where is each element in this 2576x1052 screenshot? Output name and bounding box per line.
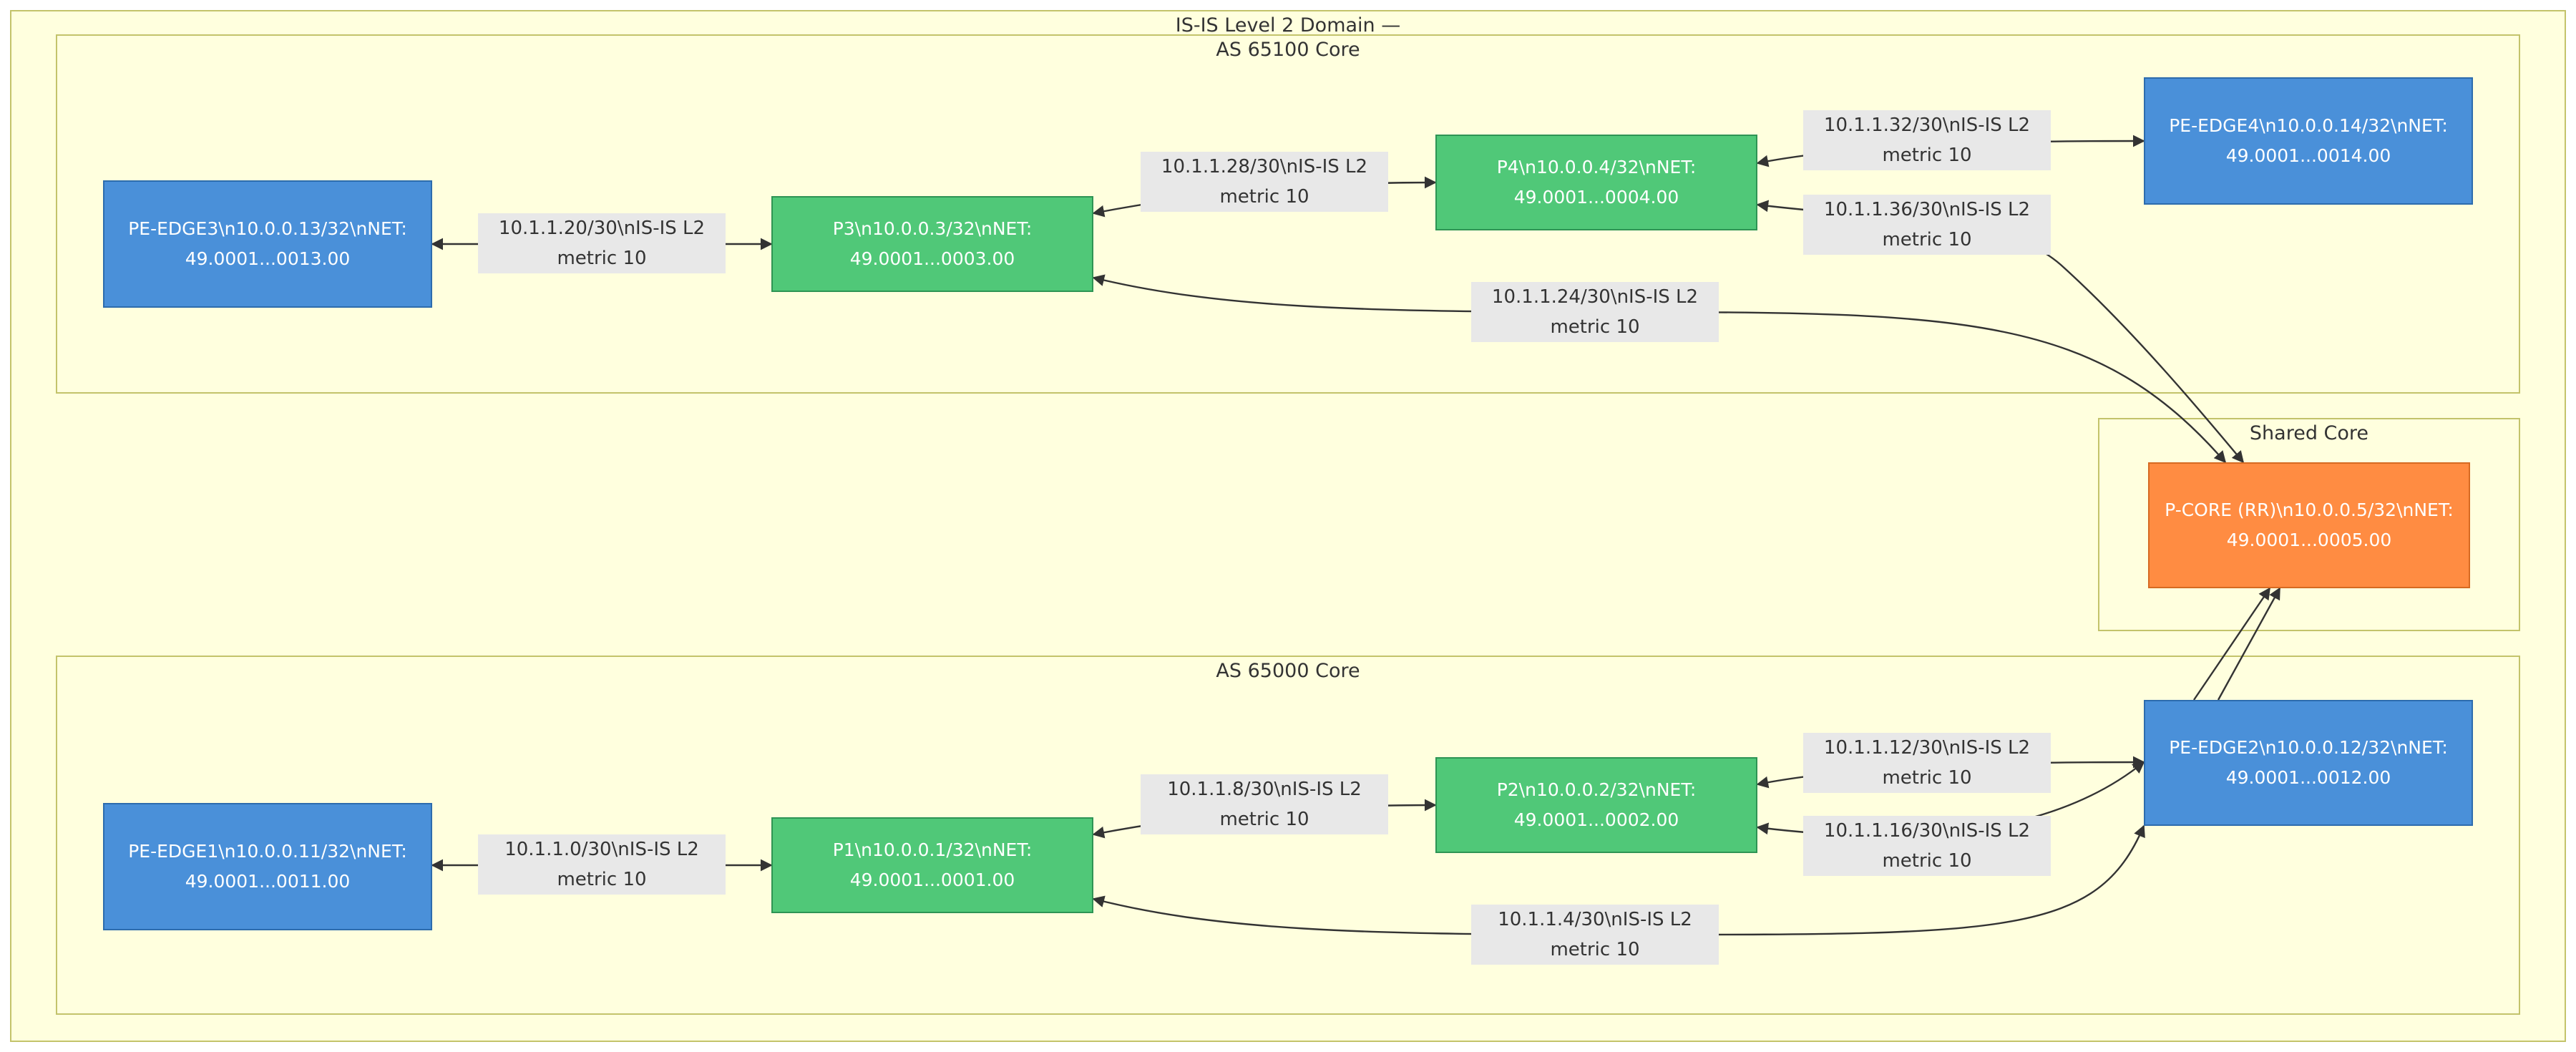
node-p-core[interactable]: P-CORE (RR)\n10.0.0.5/32\nNET: 49.0001..… — [2148, 462, 2470, 588]
node-p2[interactable]: P2\n10.0.0.2/32\nNET: 49.0001...0002.00 — [1435, 757, 1757, 853]
node-pe-edge3[interactable]: PE-EDGE3\n10.0.0.13/32\nNET: 49.0001...0… — [103, 180, 432, 308]
node-pe-edge1[interactable]: PE-EDGE1\n10.0.0.11/32\nNET: 49.0001...0… — [103, 803, 432, 930]
edge-label-text: 10.1.1.32/30\nIS-IS L2 metric 10 — [1823, 115, 2031, 166]
node-label-pe-edge1: PE-EDGE1\n10.0.0.11/32\nNET: 49.0001...0… — [128, 841, 407, 892]
cluster-title-isis-domain: IS-IS Level 2 Domain — — [1175, 14, 1401, 36]
edge-label-text: 10.1.1.28/30\nIS-IS L2 metric 10 — [1161, 156, 1368, 208]
edge-label-pe-edge3-p3: 10.1.1.20/30\nIS-IS L2 metric 10 — [478, 213, 726, 273]
edge-label-text: 10.1.1.4/30\nIS-IS L2 metric 10 — [1498, 909, 1692, 960]
edge-label-p4-p-core: 10.1.1.36/30\nIS-IS L2 metric 10 — [1803, 195, 2051, 255]
edge-label-p1-p2: 10.1.1.8/30\nIS-IS L2 metric 10 — [1141, 774, 1388, 834]
cluster-title-as65100: AS 65100 Core — [1216, 39, 1360, 61]
node-pe-edge2[interactable]: PE-EDGE2\n10.0.0.12/32\nNET: 49.0001...0… — [2144, 700, 2473, 826]
node-label-pe-edge2: PE-EDGE2\n10.0.0.12/32\nNET: 49.0001...0… — [2169, 737, 2448, 788]
node-label-p4: P4\n10.0.0.4/32\nNET: 49.0001...0004.00 — [1496, 157, 1697, 208]
edge-label-text: 10.1.1.36/30\nIS-IS L2 metric 10 — [1823, 199, 2031, 250]
edge-label-text: 10.1.1.16/30\nIS-IS L2 metric 10 — [1823, 820, 2031, 872]
node-label-p-core: P-CORE (RR)\n10.0.0.5/32\nNET: 49.0001..… — [2165, 500, 2454, 550]
edge-label-p3-p4: 10.1.1.28/30\nIS-IS L2 metric 10 — [1141, 152, 1388, 212]
node-p4[interactable]: P4\n10.0.0.4/32\nNET: 49.0001...0004.00 — [1435, 135, 1757, 230]
edge-label-text: 10.1.1.20/30\nIS-IS L2 metric 10 — [498, 218, 706, 269]
node-p3[interactable]: P3\n10.0.0.3/32\nNET: 49.0001...0003.00 — [771, 196, 1093, 292]
edge-label-text: 10.1.1.12/30\nIS-IS L2 metric 10 — [1823, 737, 2031, 789]
node-p1[interactable]: P1\n10.0.0.1/32\nNET: 49.0001...0001.00 — [771, 817, 1093, 913]
edge-label-text: 10.1.1.8/30\nIS-IS L2 metric 10 — [1167, 779, 1362, 830]
edge-label-text: 10.1.1.24/30\nIS-IS L2 metric 10 — [1491, 286, 1699, 338]
cluster-title-as65000: AS 65000 Core — [1216, 660, 1360, 682]
edge-label-p3-p-core: 10.1.1.24/30\nIS-IS L2 metric 10 — [1471, 282, 1719, 342]
node-label-pe-edge3: PE-EDGE3\n10.0.0.13/32\nNET: 49.0001...0… — [128, 218, 407, 269]
node-label-p1: P1\n10.0.0.1/32\nNET: 49.0001...0001.00 — [832, 839, 1033, 890]
edge-label-text: 10.1.1.0/30\nIS-IS L2 metric 10 — [504, 839, 699, 890]
edge-pe-edge2-to-p-core — [2217, 587, 2281, 701]
edge-label-p2-pe-edge2-a: 10.1.1.12/30\nIS-IS L2 metric 10 — [1803, 733, 2051, 793]
edge-label-p1-pe-edge2: 10.1.1.4/30\nIS-IS L2 metric 10 — [1471, 905, 1719, 965]
node-label-pe-edge4: PE-EDGE4\n10.0.0.14/32\nNET: 49.0001...0… — [2169, 115, 2448, 166]
node-label-p3: P3\n10.0.0.3/32\nNET: 49.0001...0003.00 — [832, 218, 1033, 269]
node-pe-edge4[interactable]: PE-EDGE4\n10.0.0.14/32\nNET: 49.0001...0… — [2144, 77, 2473, 205]
node-label-p2: P2\n10.0.0.2/32\nNET: 49.0001...0002.00 — [1496, 779, 1697, 830]
edge-label-p4-pe-edge4: 10.1.1.32/30\nIS-IS L2 metric 10 — [1803, 110, 2051, 170]
edge-label-p2-pe-edge2-b: 10.1.1.16/30\nIS-IS L2 metric 10 — [1803, 816, 2051, 876]
cluster-title-shared-core: Shared Core — [2249, 422, 2369, 444]
edge-pe-edge2-to-p-core — [2193, 587, 2270, 701]
edge-label-pe-edge1-p1: 10.1.1.0/30\nIS-IS L2 metric 10 — [478, 834, 726, 895]
